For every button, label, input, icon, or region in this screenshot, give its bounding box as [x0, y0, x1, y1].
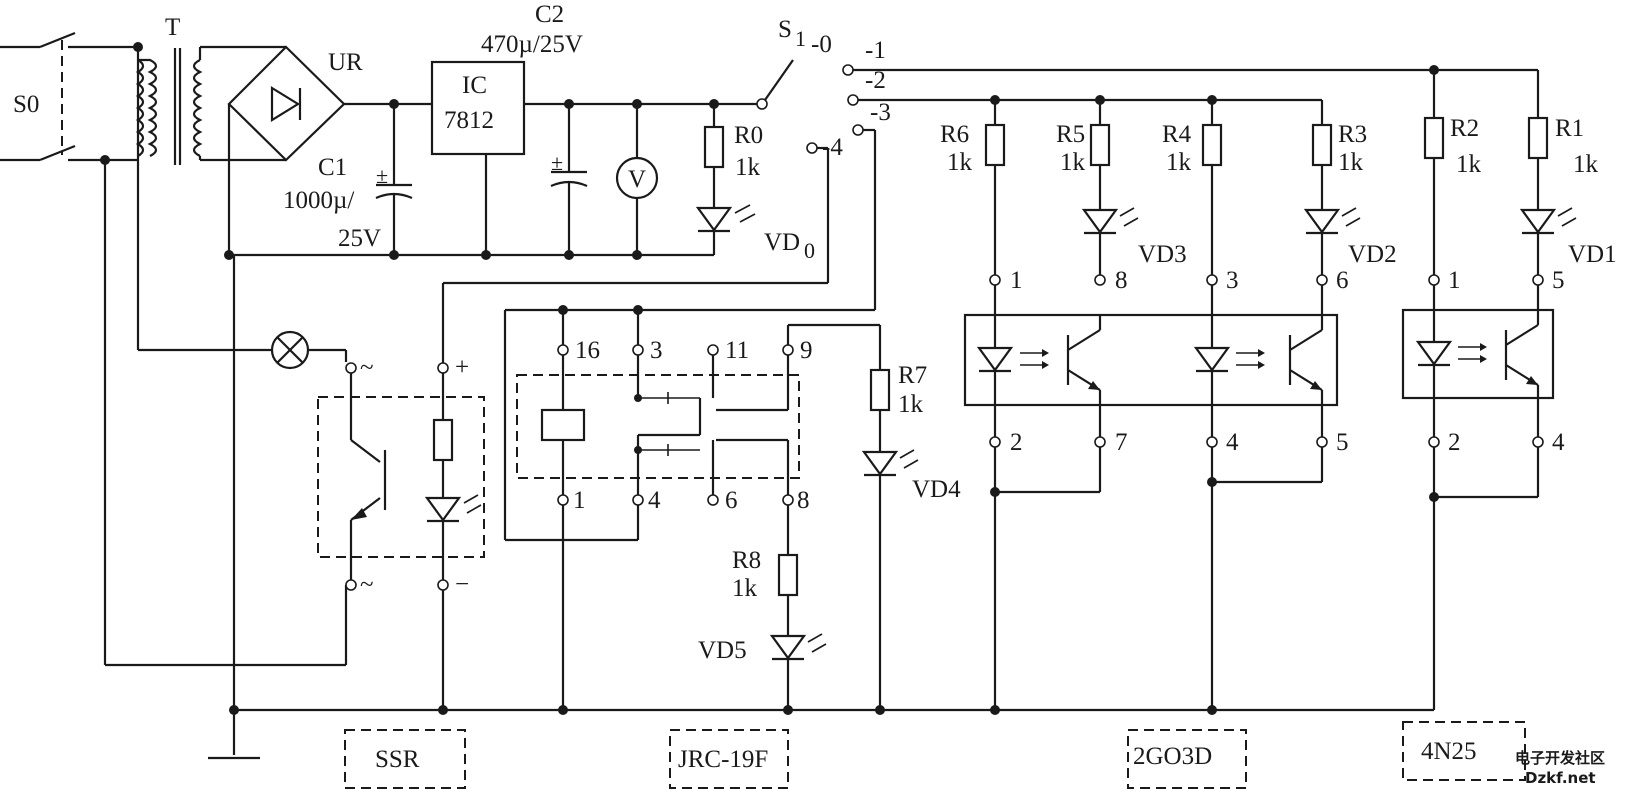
4n25-pin-4: 4: [1552, 429, 1565, 456]
ic-part: 7812: [444, 107, 494, 134]
ssr-ac-top: ~: [360, 354, 374, 381]
ssr-minus: −: [455, 571, 469, 598]
vd2-label: VD2: [1348, 241, 1397, 268]
relay-pin-9: 9: [800, 337, 813, 364]
r4-value: 1k: [1166, 149, 1192, 176]
opto-single-label: 4N25: [1421, 738, 1477, 765]
vd0-sub: 0: [804, 238, 815, 263]
pos-0: -0: [811, 31, 832, 58]
relay-pin-11: 11: [725, 337, 749, 364]
ssr-ac-bottom: ~: [360, 571, 374, 598]
r7-label: R7: [898, 362, 927, 389]
pos-1: -1: [865, 37, 886, 64]
r2-value: 1k: [1456, 151, 1482, 178]
relay-pin-3: 3: [650, 337, 663, 364]
vd1-label: VD1: [1568, 241, 1617, 268]
ssr-plus: +: [455, 354, 469, 381]
ic-label: IC: [462, 72, 487, 99]
r6-value: 1k: [947, 149, 973, 176]
relay-pin-8: 8: [797, 487, 810, 514]
ssr-label: SSR: [375, 746, 420, 773]
s1-label: S: [778, 16, 792, 43]
ur-label: UR: [328, 49, 363, 76]
opto-pin-4: 4: [1226, 429, 1239, 456]
r6-label: R6: [940, 121, 969, 148]
capacitor-c1: ± C1 1000µ/ 25V: [283, 99, 413, 260]
opto-pin-3: 3: [1226, 267, 1239, 294]
t-label: T: [165, 14, 180, 41]
vd0-label: VD: [764, 229, 800, 256]
4n25-pin-1: 1: [1448, 267, 1461, 294]
s1-sub: 1: [795, 26, 806, 51]
r0-label: R0: [734, 122, 763, 149]
pos-3: -3: [870, 99, 891, 126]
ssr-block: ~ + ~ − SSR: [270, 330, 485, 789]
regulator-ic-7812: IC 7812: [430, 60, 720, 260]
relay-pin-16: 16: [575, 337, 600, 364]
r8-label: R8: [732, 547, 761, 574]
c2-value: 470µ/25V: [481, 31, 583, 58]
relay-label: JRC-19F: [678, 746, 768, 773]
4n25-pin-5: 5: [1552, 267, 1565, 294]
r3-label: R3: [1338, 121, 1367, 148]
r0-value: 1k: [735, 154, 761, 181]
relay-pin-6: 6: [725, 487, 738, 514]
selector-switch-s1: S 1 -0 -1 -2 -3 -4: [441, 16, 1538, 365]
r7-value: 1k: [898, 391, 924, 418]
s0-label: S0: [13, 91, 39, 118]
vd5-label: VD5: [698, 637, 747, 664]
watermark-line1: 电子开发社区: [1515, 749, 1605, 767]
r5-label: R5: [1056, 121, 1085, 148]
indicator-r0-vd0: R0 1k VD 0: [695, 99, 815, 263]
vd4-label: VD4: [912, 476, 961, 503]
bridge-rectifier-ur: UR: [224, 45, 432, 260]
ground-bus: [208, 255, 1434, 760]
capacitor-c2: C2 470µ/25V ±: [481, 1, 588, 260]
opto-pin-5: 5: [1336, 429, 1349, 456]
indicator-r7-vd4: R7 1k VD4: [861, 325, 961, 710]
relay-jrc-19f: 16 3 11 9 1 4 6 8 R8 1k: [503, 305, 880, 789]
r1-label: R1: [1555, 115, 1584, 142]
r4-label: R4: [1162, 121, 1192, 148]
opto-pin-2: 2: [1010, 429, 1023, 456]
r1-value: 1k: [1573, 151, 1599, 178]
r3-value: 1k: [1338, 149, 1364, 176]
opto-pin-8: 8: [1115, 267, 1128, 294]
optocoupler-2go3d: R6 1k 1 R5 1k VD3 8 R4 1k 3 R3 1k: [940, 95, 1397, 789]
watermark-line2: Dzkf.net: [1525, 769, 1596, 787]
vd3-label: VD3: [1138, 241, 1187, 268]
opto-pin-1: 1: [1010, 267, 1023, 294]
relay-pin-4: 4: [648, 487, 661, 514]
opto-dual-label: 2GO3D: [1133, 743, 1212, 770]
c2-polarity: ±: [551, 150, 563, 175]
opto-pin-7: 7: [1115, 429, 1128, 456]
c1-label: C1: [318, 154, 347, 181]
c2-label: C2: [535, 1, 564, 28]
pos-2: -2: [865, 67, 886, 94]
c1-value-2: 25V: [338, 225, 381, 252]
mains-input: S0: [0, 31, 348, 667]
voltmeter: V: [615, 99, 659, 260]
voltmeter-label: V: [628, 166, 646, 193]
relay-pin-1: 1: [573, 487, 586, 514]
opto-pin-6: 6: [1336, 267, 1349, 294]
optocoupler-4n25: R2 1k 1 R1 1k VD1 5 2 4: [1401, 65, 1617, 781]
c1-polarity: ±: [376, 163, 388, 188]
r5-value: 1k: [1060, 149, 1086, 176]
4n25-pin-2: 2: [1448, 429, 1461, 456]
c1-value-1: 1000µ/: [283, 187, 354, 214]
r2-label: R2: [1450, 115, 1479, 142]
transformer-t: T: [135, 14, 286, 165]
r8-value: 1k: [732, 575, 758, 602]
